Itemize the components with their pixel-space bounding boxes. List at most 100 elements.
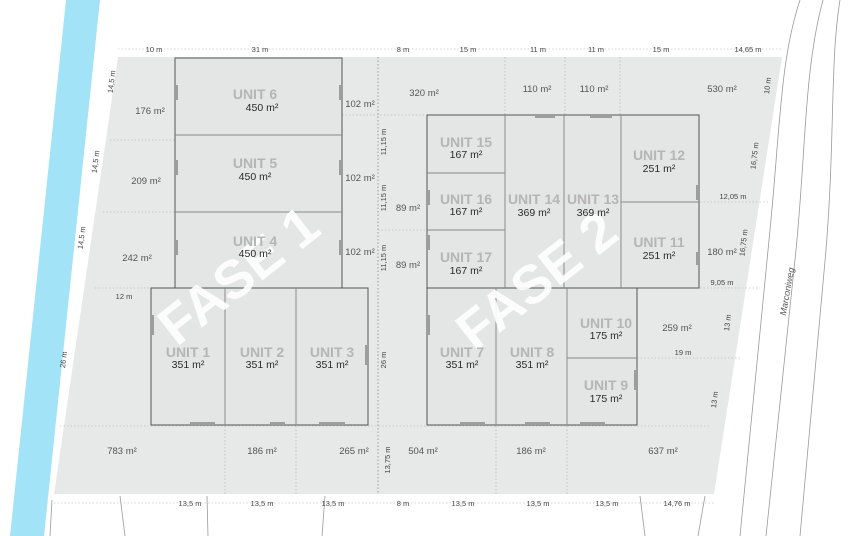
lot-area: 110 m² [580, 84, 609, 95]
dimension-label: 16,75 m [748, 142, 760, 170]
dimension-label: 13,5 m [596, 499, 619, 508]
unit-labels: UNIT 6 450 m² UNIT 5 450 m² UNIT 4 450 m… [166, 86, 685, 405]
dimension-label: 11 m [588, 45, 604, 54]
dimension-label: 26 m [58, 351, 69, 369]
unit-area: 369 m² [577, 207, 610, 219]
unit-17 [426, 229, 506, 289]
lot-lines [60, 57, 770, 494]
unit-name: UNIT 7 [440, 344, 485, 360]
lot-area: 102 m² [345, 247, 375, 258]
unit-name: UNIT 8 [510, 344, 555, 360]
dimension-top: 10 m 31 m 8 m 15 m 11 m 11 m 15 m 14,65 … [118, 45, 782, 54]
lot-area-labels: 176 m² 209 m² 242 m² 102 m² 102 m² 102 m… [107, 84, 737, 457]
dimension-label: 13,5 m [322, 499, 345, 508]
dimension-left: 14,5 m 14,5 m 14,5 m 12 m 26 m [58, 70, 132, 369]
lot-area: 176 m² [135, 106, 165, 117]
dimension-label: 15 m [653, 45, 670, 54]
unit-2 [224, 287, 297, 426]
unit-name: UNIT 13 [567, 191, 619, 207]
dimension-middle: 11,15 m 11,15 m 11,15 m 26 m 13,75 m [379, 129, 392, 474]
lot-area: 102 m² [345, 99, 375, 110]
unit-area: 167 m² [450, 265, 483, 277]
dimension-label: 10 m [146, 45, 163, 54]
unit-6 [174, 57, 343, 136]
unit-1 [150, 287, 226, 426]
unit-name: UNIT 17 [440, 249, 492, 265]
dimension-right: 10 m 16,75 m 12,05 m 16,75 m 9,05 m 13 m… [675, 77, 773, 409]
lot-area: 259 m² [662, 323, 692, 334]
lot-area: 637 m² [648, 446, 678, 457]
dimension-label: 13 m [722, 314, 733, 332]
unit-name: UNIT 10 [580, 315, 632, 331]
lot-area: 186 m² [516, 446, 546, 457]
lot-area: 89 m² [396, 260, 420, 271]
canal [10, 0, 100, 536]
units [150, 57, 700, 426]
dimension-label: 26 m [379, 352, 388, 369]
unit-name: UNIT 12 [633, 147, 685, 163]
unit-area: 251 m² [643, 163, 676, 175]
unit-8 [495, 287, 568, 426]
dimension-label: 14,5 m [90, 150, 102, 174]
dimension-label: 8 m [397, 45, 410, 54]
unit-area: 450 m² [239, 171, 272, 183]
unit-12 [620, 114, 700, 203]
unit-4 [174, 211, 343, 289]
road-lines [49, 0, 841, 536]
unit-15 [426, 114, 506, 174]
dimension-label: 12 m [116, 292, 133, 301]
door-marks [152, 85, 698, 424]
dimension-label: 14,65 m [734, 45, 761, 54]
lot-area: 320 m² [409, 88, 439, 99]
dimension-label: 10 m [762, 77, 773, 95]
unit-name: UNIT 6 [233, 86, 278, 102]
unit-name: UNIT 1 [166, 344, 211, 360]
street-name: Marconiweg [778, 267, 796, 317]
lot-area: 209 m² [131, 176, 161, 187]
unit-name: UNIT 15 [440, 134, 492, 150]
unit-area: 351 m² [446, 359, 479, 371]
unit-area: 351 m² [316, 359, 349, 371]
dimension-label: 14,5 m [106, 70, 118, 94]
unit-14 [504, 114, 565, 289]
lot-area: 530 m² [707, 84, 737, 95]
dimension-label: 14,5 m [76, 226, 88, 250]
unit-area: 251 m² [643, 250, 676, 262]
unit-9 [566, 357, 638, 426]
lot-area: 89 m² [396, 203, 420, 214]
dimension-label: 19 m [675, 348, 692, 357]
dimension-label: 16,75 m [737, 229, 749, 257]
partitions [175, 115, 699, 425]
unit-name: UNIT 11 [633, 234, 685, 250]
lot-area: 180 m² [707, 247, 737, 258]
lot-area: 242 m² [122, 253, 152, 264]
dimension-label: 13 m [709, 391, 720, 409]
unit-area: 175 m² [590, 393, 623, 405]
lot-area: 102 m² [345, 173, 375, 184]
dimension-label: 11,15 m [379, 245, 388, 272]
unit-7 [426, 287, 497, 426]
unit-16 [426, 172, 506, 231]
unit-name: UNIT 2 [240, 344, 285, 360]
dimension-label: 12,05 m [719, 192, 746, 201]
unit-area: 167 m² [450, 149, 483, 161]
dimension-bottom: 13,5 m 13,5 m 13,5 m 8 m 13,5 m 13,5 m 1… [54, 499, 714, 508]
lot-area: 504 m² [408, 446, 438, 457]
unit-10 [566, 287, 638, 359]
dimension-label: 13,5 m [527, 499, 550, 508]
dimension-label: 15 m [460, 45, 477, 54]
dimension-label: 13,5 m [179, 499, 202, 508]
unit-area: 369 m² [518, 207, 551, 219]
lot-area: 110 m² [523, 84, 552, 95]
unit-area: 167 m² [450, 206, 483, 218]
lot-area: 783 m² [107, 446, 137, 457]
unit-name: UNIT 5 [233, 155, 278, 171]
unit-name: UNIT 14 [508, 191, 560, 207]
dimension-label: 8 m [397, 499, 410, 508]
unit-area: 351 m² [172, 359, 205, 371]
unit-area: 351 m² [516, 359, 549, 371]
unit-area: 175 m² [590, 330, 623, 342]
lot-area: 186 m² [247, 446, 277, 457]
unit-name: UNIT 4 [233, 233, 278, 249]
